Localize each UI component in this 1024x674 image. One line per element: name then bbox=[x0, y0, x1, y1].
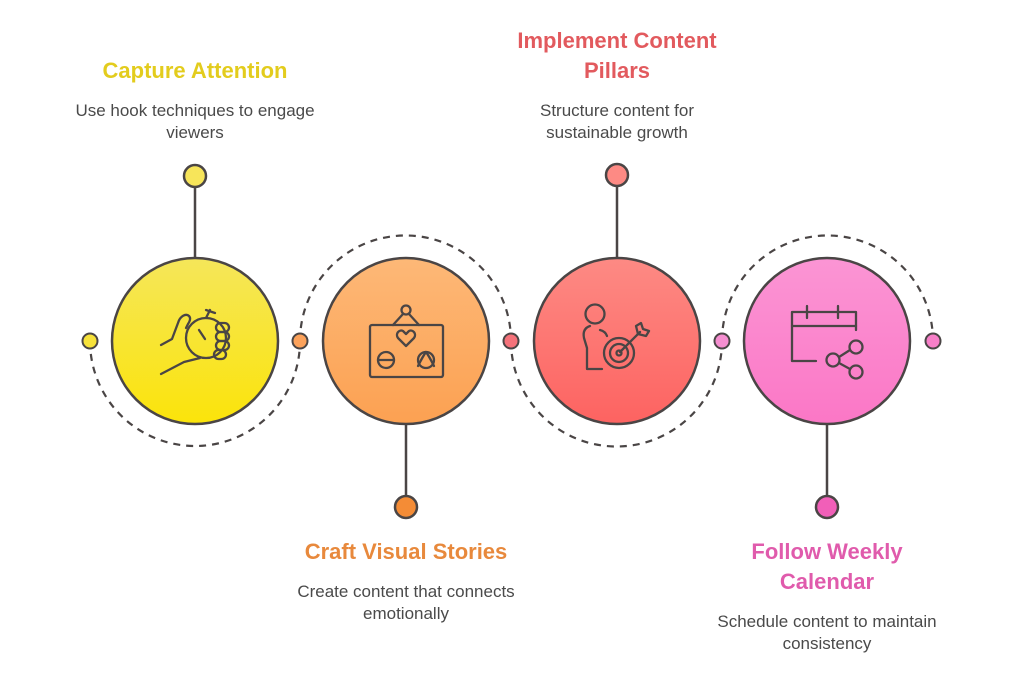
step-title: Follow Weekly Calendar bbox=[751, 539, 903, 594]
joint-dot-3 bbox=[502, 332, 520, 350]
step-circle-1 bbox=[110, 256, 280, 426]
step-title: Capture Attention bbox=[102, 58, 288, 83]
step-circle-4 bbox=[742, 256, 912, 426]
step-title: Craft Visual Stories bbox=[304, 539, 508, 564]
step-circle-3 bbox=[532, 256, 702, 426]
joint-dot-5 bbox=[924, 332, 942, 350]
stem-dot-2 bbox=[393, 494, 419, 520]
picture-frame-faces-icon bbox=[368, 304, 445, 379]
hand-stopwatch-icon bbox=[159, 308, 231, 376]
calendar-share-icon bbox=[790, 304, 864, 380]
step-circle-2 bbox=[321, 256, 491, 426]
step-label-4: Follow Weekly Calendar Schedule content … bbox=[677, 537, 977, 655]
joint-dot-4 bbox=[713, 332, 731, 350]
step-description: Use hook techniques to engage viewers bbox=[75, 101, 315, 142]
person-target-icon bbox=[582, 303, 651, 371]
step-title: Implement Content Pillars bbox=[517, 28, 717, 83]
step-label-2: Craft Visual Stories Create content that… bbox=[256, 537, 556, 625]
joint-dot-2 bbox=[291, 332, 309, 350]
joint-dot-1 bbox=[81, 332, 99, 350]
step-description: Schedule content to maintain consistency bbox=[717, 612, 937, 653]
stem-dot-1 bbox=[182, 163, 208, 189]
step-label-3: Implement Content Pillars Structure cont… bbox=[474, 26, 760, 144]
step-description: Create content that connects emotionally bbox=[297, 582, 515, 623]
step-label-1: Capture Attention Use hook techniques to… bbox=[45, 56, 345, 144]
stem-dot-3 bbox=[604, 162, 630, 188]
stem-dot-4 bbox=[814, 494, 840, 520]
step-description: Structure content for sustainable growth bbox=[539, 101, 695, 142]
